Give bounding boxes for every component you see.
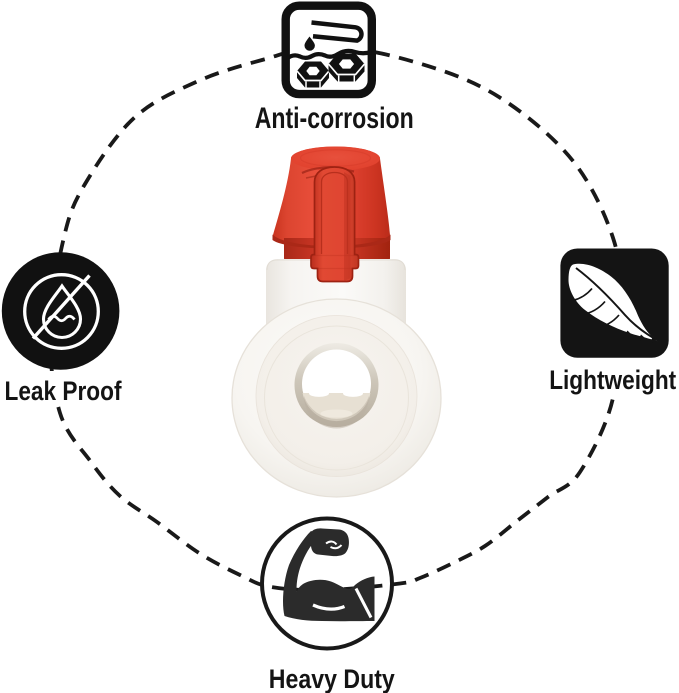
svg-text:Lightweight: Lightweight xyxy=(549,365,676,395)
svg-text:Heavy Duty: Heavy Duty xyxy=(269,664,395,693)
svg-text:Leak Proof: Leak Proof xyxy=(5,376,123,406)
svg-text:Anti-corrosion: Anti-corrosion xyxy=(255,102,414,135)
